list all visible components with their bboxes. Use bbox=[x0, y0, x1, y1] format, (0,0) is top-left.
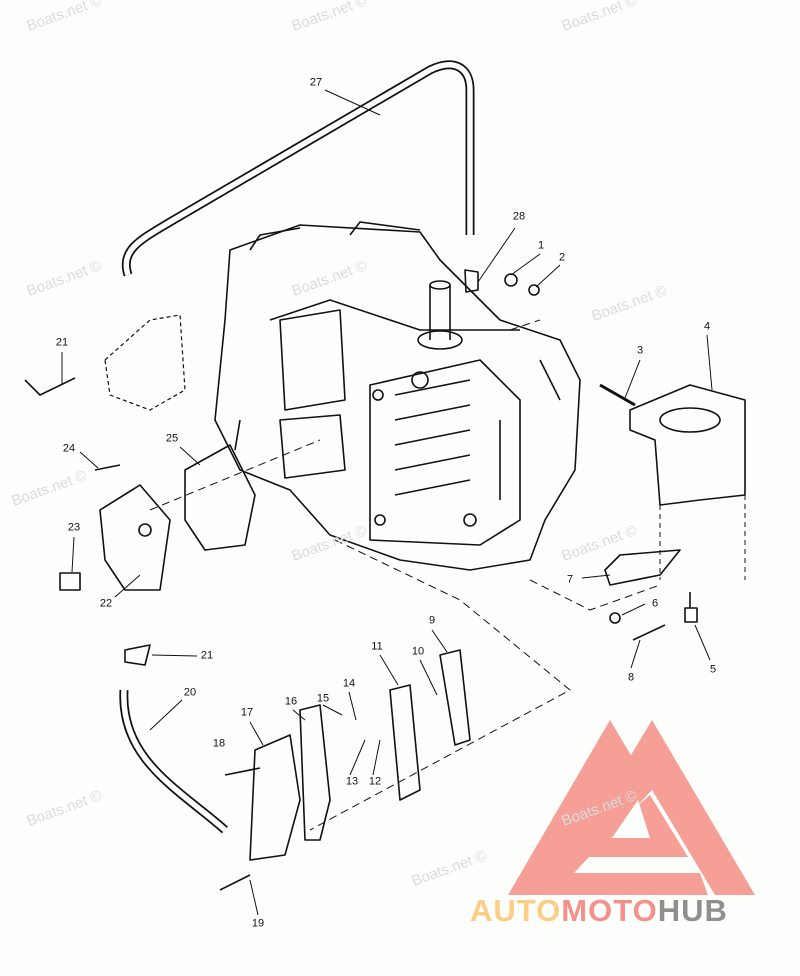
callout-11: 11 bbox=[371, 640, 383, 653]
callout-2: 2 bbox=[558, 251, 566, 264]
callout-16: 16 bbox=[284, 695, 298, 708]
fitting-23 bbox=[59, 572, 81, 591]
callout-13: 13 bbox=[345, 775, 359, 788]
bolt-8 bbox=[632, 624, 666, 641]
screw-18 bbox=[224, 767, 261, 776]
plate-16 bbox=[299, 704, 331, 841]
fitting-21a bbox=[24, 377, 76, 396]
callout-24: 24 bbox=[62, 442, 76, 455]
callout-21b: 21 bbox=[200, 649, 214, 662]
callout-19: 19 bbox=[251, 917, 265, 930]
logo-mark bbox=[508, 720, 755, 895]
callout-22: 22 bbox=[99, 597, 113, 610]
logo-auto: AUTO bbox=[470, 893, 562, 928]
callout-8: 8 bbox=[627, 671, 635, 684]
bolt-24 bbox=[94, 464, 121, 471]
screw-19 bbox=[219, 874, 251, 891]
callout-27: 27 bbox=[309, 76, 323, 89]
callout-12: 12 bbox=[368, 775, 382, 788]
logo-hub: HUB bbox=[657, 893, 728, 928]
callout-25: 25 bbox=[165, 432, 179, 445]
callout-5: 5 bbox=[709, 663, 717, 676]
logo-wordmark: AUTOMOTOHUB bbox=[470, 893, 728, 929]
plate-11 bbox=[389, 684, 421, 801]
callout-18: 18 bbox=[212, 737, 226, 750]
callout-15: 15 bbox=[316, 692, 330, 705]
callout-17: 17 bbox=[240, 706, 254, 719]
hose-27 bbox=[121, 60, 475, 277]
callout-7: 7 bbox=[566, 573, 574, 586]
powerhead-block bbox=[214, 221, 581, 571]
callout-6: 6 bbox=[651, 597, 659, 610]
leader-lines bbox=[61, 89, 713, 916]
fitting-28 bbox=[464, 269, 479, 293]
hose-20 bbox=[119, 689, 228, 834]
bolt-5 bbox=[684, 592, 698, 623]
gasket-25 bbox=[184, 444, 256, 551]
callout-10: 10 bbox=[411, 645, 425, 658]
callout-1: 1 bbox=[537, 239, 545, 252]
callout-20: 20 bbox=[183, 686, 197, 699]
callout-3: 3 bbox=[636, 344, 644, 357]
bracket-7 bbox=[604, 549, 681, 586]
fitting-21b bbox=[124, 644, 151, 666]
plate-17 bbox=[249, 734, 301, 861]
part-4-adapter bbox=[629, 384, 746, 580]
callout-4: 4 bbox=[703, 320, 711, 333]
callout-9: 9 bbox=[428, 614, 436, 627]
callout-28: 28 bbox=[512, 210, 526, 223]
washer-6 bbox=[609, 612, 621, 624]
logo-mark-cutout bbox=[612, 800, 650, 838]
washer-2 bbox=[528, 284, 540, 296]
dashed-reed-outline bbox=[104, 314, 186, 411]
callout-14: 14 bbox=[342, 677, 356, 690]
cover-22 bbox=[99, 484, 171, 591]
dashed-alignment-lines bbox=[149, 319, 661, 831]
plate-9 bbox=[439, 649, 471, 746]
stud-3 bbox=[599, 383, 636, 407]
callout-21: 21 bbox=[55, 336, 69, 349]
logo-moto: MOTO bbox=[561, 893, 658, 928]
nut-1 bbox=[504, 273, 518, 287]
callout-23: 23 bbox=[67, 521, 81, 534]
